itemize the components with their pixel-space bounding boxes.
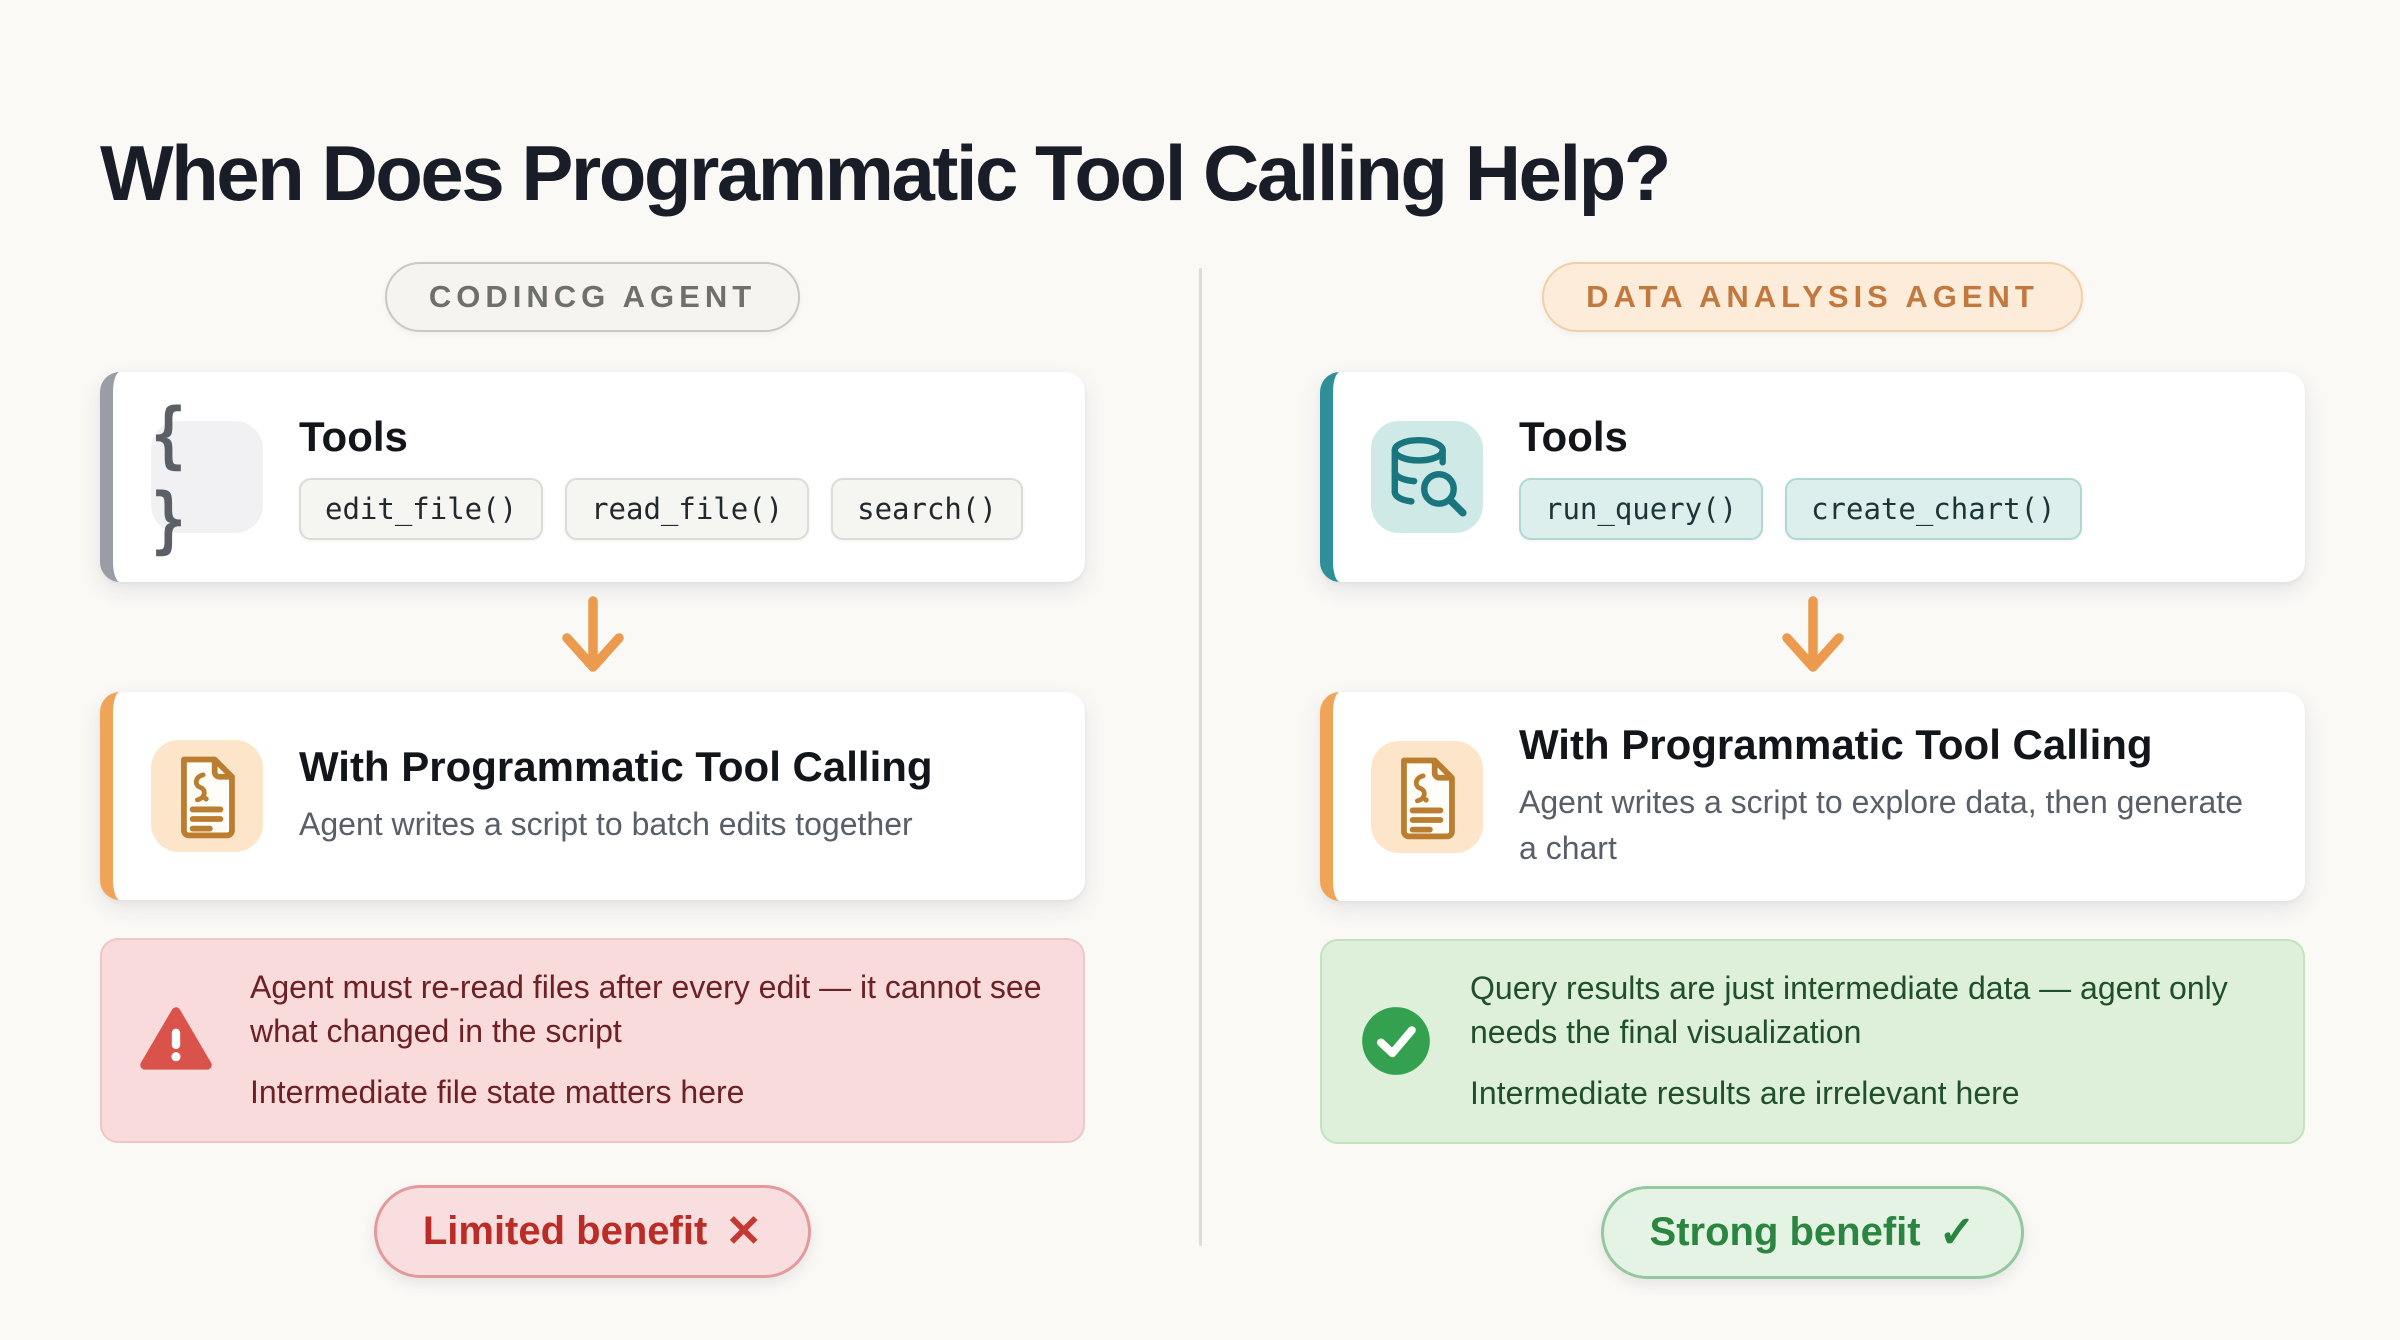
- success-text-primary: Query results are just intermediate data…: [1470, 970, 2228, 1050]
- ptc-heading: With Programmatic Tool Calling: [299, 743, 933, 791]
- database-search-icon: [1371, 421, 1483, 533]
- coding-ptc-card: With Programmatic Tool Calling Agent wri…: [100, 692, 1085, 900]
- data-ptc-card: With Programmatic Tool Calling Agent wri…: [1320, 692, 2305, 902]
- data-success-note: Query results are just intermediate data…: [1320, 939, 2305, 1144]
- coding-verdict-row: Limited benefit ✕: [100, 1184, 1085, 1278]
- tool-chip-search: search(): [831, 478, 1023, 541]
- coding-agent-badge: CODINCG AGENT: [384, 262, 801, 332]
- arrow-down-icon: [1781, 596, 1844, 672]
- coding-agent-column: CODINCG AGENT { } Tools edit_file() read…: [100, 262, 1085, 1278]
- verdict-label: Limited benefit: [422, 1208, 708, 1253]
- page-title: When Does Programmatic Tool Calling Help…: [100, 129, 1671, 218]
- data-analysis-agent-badge: DATA ANALYSIS AGENT: [1542, 262, 2083, 332]
- tools-heading: Tools: [1519, 412, 1628, 460]
- verdict-label: Strong benefit: [1649, 1209, 1921, 1254]
- tools-heading: Tools: [299, 412, 408, 460]
- tool-chip-create-chart: create_chart(): [1785, 478, 2082, 541]
- warning-triangle-icon: [138, 1004, 214, 1076]
- data-analysis-badge-row: DATA ANALYSIS AGENT: [1320, 262, 2305, 332]
- coding-tools-card: { } Tools edit_file() read_file() search…: [100, 372, 1085, 582]
- tools-chip-row: run_query() create_chart(): [1519, 478, 2082, 541]
- ptc-description: Agent writes a script to batch edits tog…: [299, 806, 913, 843]
- ptc-description: Agent writes a script to explore data, t…: [1519, 784, 2243, 866]
- warning-text-secondary: Intermediate file state matters here: [250, 1074, 745, 1111]
- success-text-secondary: Intermediate results are irrelevant here: [1470, 1075, 2020, 1112]
- script-file-icon: [151, 740, 263, 852]
- column-divider: [1199, 268, 1202, 1246]
- arrow-down-icon: [561, 596, 624, 672]
- data-tools-card: Tools run_query() create_chart(): [1320, 372, 2305, 582]
- coding-warning-note: Agent must re-read files after every edi…: [100, 938, 1085, 1143]
- strong-benefit-pill: Strong benefit ✓: [1600, 1185, 2025, 1279]
- limited-benefit-pill: Limited benefit ✕: [373, 1184, 812, 1278]
- data-analysis-agent-column: DATA ANALYSIS AGENT Tools run_query() cr…: [1320, 262, 2305, 1279]
- down-arrow: [1320, 596, 2305, 678]
- success-text: Query results are just intermediate data…: [1470, 967, 2267, 1116]
- down-arrow: [100, 596, 1085, 678]
- tools-chip-row: edit_file() read_file() search(): [299, 478, 1023, 541]
- cross-mark-icon: ✕: [725, 1206, 763, 1256]
- coding-agent-badge-row: CODINCG AGENT: [100, 262, 1085, 332]
- check-circle-icon: [1358, 1005, 1434, 1077]
- warning-text-primary: Agent must re-read files after every edi…: [250, 969, 1042, 1049]
- curly-braces-icon: { }: [151, 392, 263, 562]
- tool-chip-run-query: run_query(): [1519, 478, 1764, 541]
- data-verdict-row: Strong benefit ✓: [1320, 1185, 2305, 1279]
- tool-chip-edit-file: edit_file(): [299, 478, 544, 541]
- ptc-heading: With Programmatic Tool Calling: [1519, 721, 2153, 768]
- script-file-icon: [1371, 740, 1483, 853]
- check-mark-icon: ✓: [1938, 1207, 1976, 1257]
- tool-chip-read-file: read_file(): [565, 478, 810, 541]
- warning-text: Agent must re-read files after every edi…: [250, 966, 1047, 1115]
